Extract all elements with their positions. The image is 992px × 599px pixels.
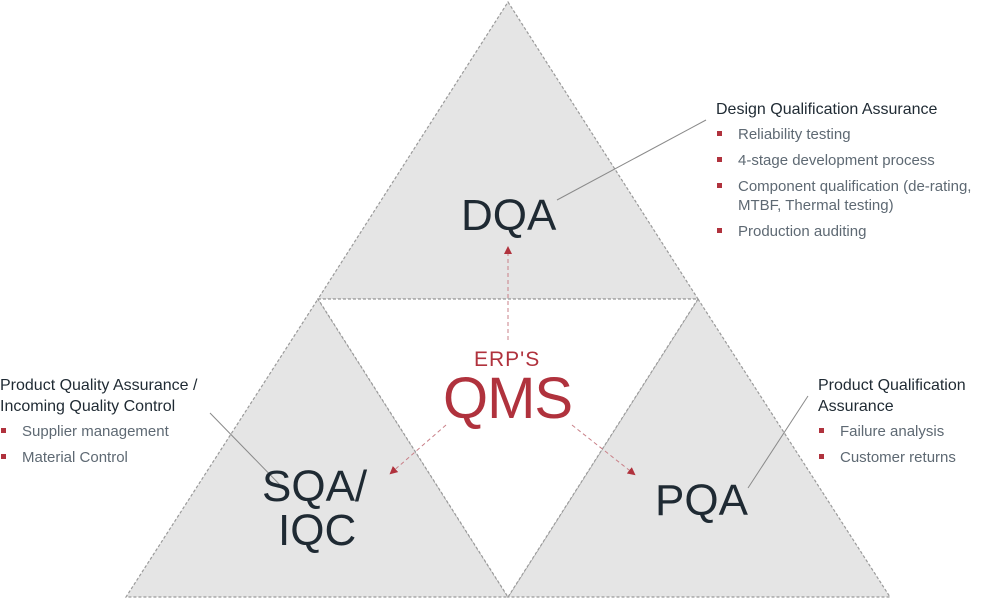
bullet-icon — [717, 157, 722, 162]
bullet-icon — [1, 454, 6, 459]
dqa-leader-line — [556, 119, 707, 201]
dqa-panel: Design Qualification Assurance Reliabili… — [716, 99, 992, 248]
list-item-text: Failure analysis — [840, 423, 945, 440]
list-item-text: Customer returns — [840, 449, 956, 466]
qms-title: QMS — [443, 366, 573, 431]
sqa-bullet-list: Supplier management Material Control — [0, 422, 240, 467]
list-item: Failure analysis — [818, 422, 992, 441]
sqa-label-line1: SQA/ — [262, 462, 368, 511]
list-item: Reliability testing — [716, 125, 992, 144]
bullet-icon — [717, 228, 722, 233]
dqa-bullet-list: Reliability testing 4-stage development … — [716, 125, 992, 241]
pqa-label: PQA — [655, 476, 748, 525]
sqa-panel-title: Product Quality Assurance / Incoming Qua… — [0, 377, 198, 415]
dqa-label: DQA — [461, 191, 557, 240]
erp-prefix: ERP'S — [474, 348, 541, 371]
sqa-leader-line — [209, 412, 284, 489]
arrow-to-pqa — [571, 424, 636, 476]
list-item: 4-stage development process — [716, 151, 992, 170]
list-item: Production auditing — [716, 222, 992, 241]
pqa-panel: Product Qualification Assurance Failure … — [818, 375, 992, 474]
list-item-text: Supplier management — [22, 423, 169, 440]
list-item: Supplier management — [0, 422, 240, 441]
bullet-icon — [717, 131, 722, 136]
bullet-icon — [819, 428, 824, 433]
list-item-text: Production auditing — [738, 223, 867, 240]
pqa-panel-title: Product Qualification Assurance — [818, 377, 966, 415]
qms-center-triangle — [316, 298, 700, 599]
pqa-leader-line — [747, 395, 809, 489]
list-item: Material Control — [0, 448, 240, 467]
list-item: Customer returns — [818, 448, 992, 467]
sqa-panel: Product Quality Assurance / Incoming Qua… — [0, 375, 240, 474]
pqa-bullet-list: Failure analysis Customer returns — [818, 422, 992, 467]
pqa-triangle — [506, 297, 892, 598]
bullet-icon — [1, 428, 6, 433]
list-item-text: 4-stage development process — [738, 152, 935, 169]
bullet-icon — [717, 183, 722, 188]
sqa-label-line2: IQC — [278, 506, 357, 555]
bullet-icon — [819, 454, 824, 459]
list-item-text: Reliability testing — [738, 126, 851, 143]
list-item-text: Component qualification (de-rating, MTBF… — [738, 178, 972, 214]
list-item: Component qualification (de-rating, MTBF… — [716, 177, 992, 215]
list-item-text: Material Control — [22, 449, 128, 466]
arrow-to-sqa — [389, 424, 447, 475]
dqa-panel-title: Design Qualification Assurance — [716, 101, 938, 118]
